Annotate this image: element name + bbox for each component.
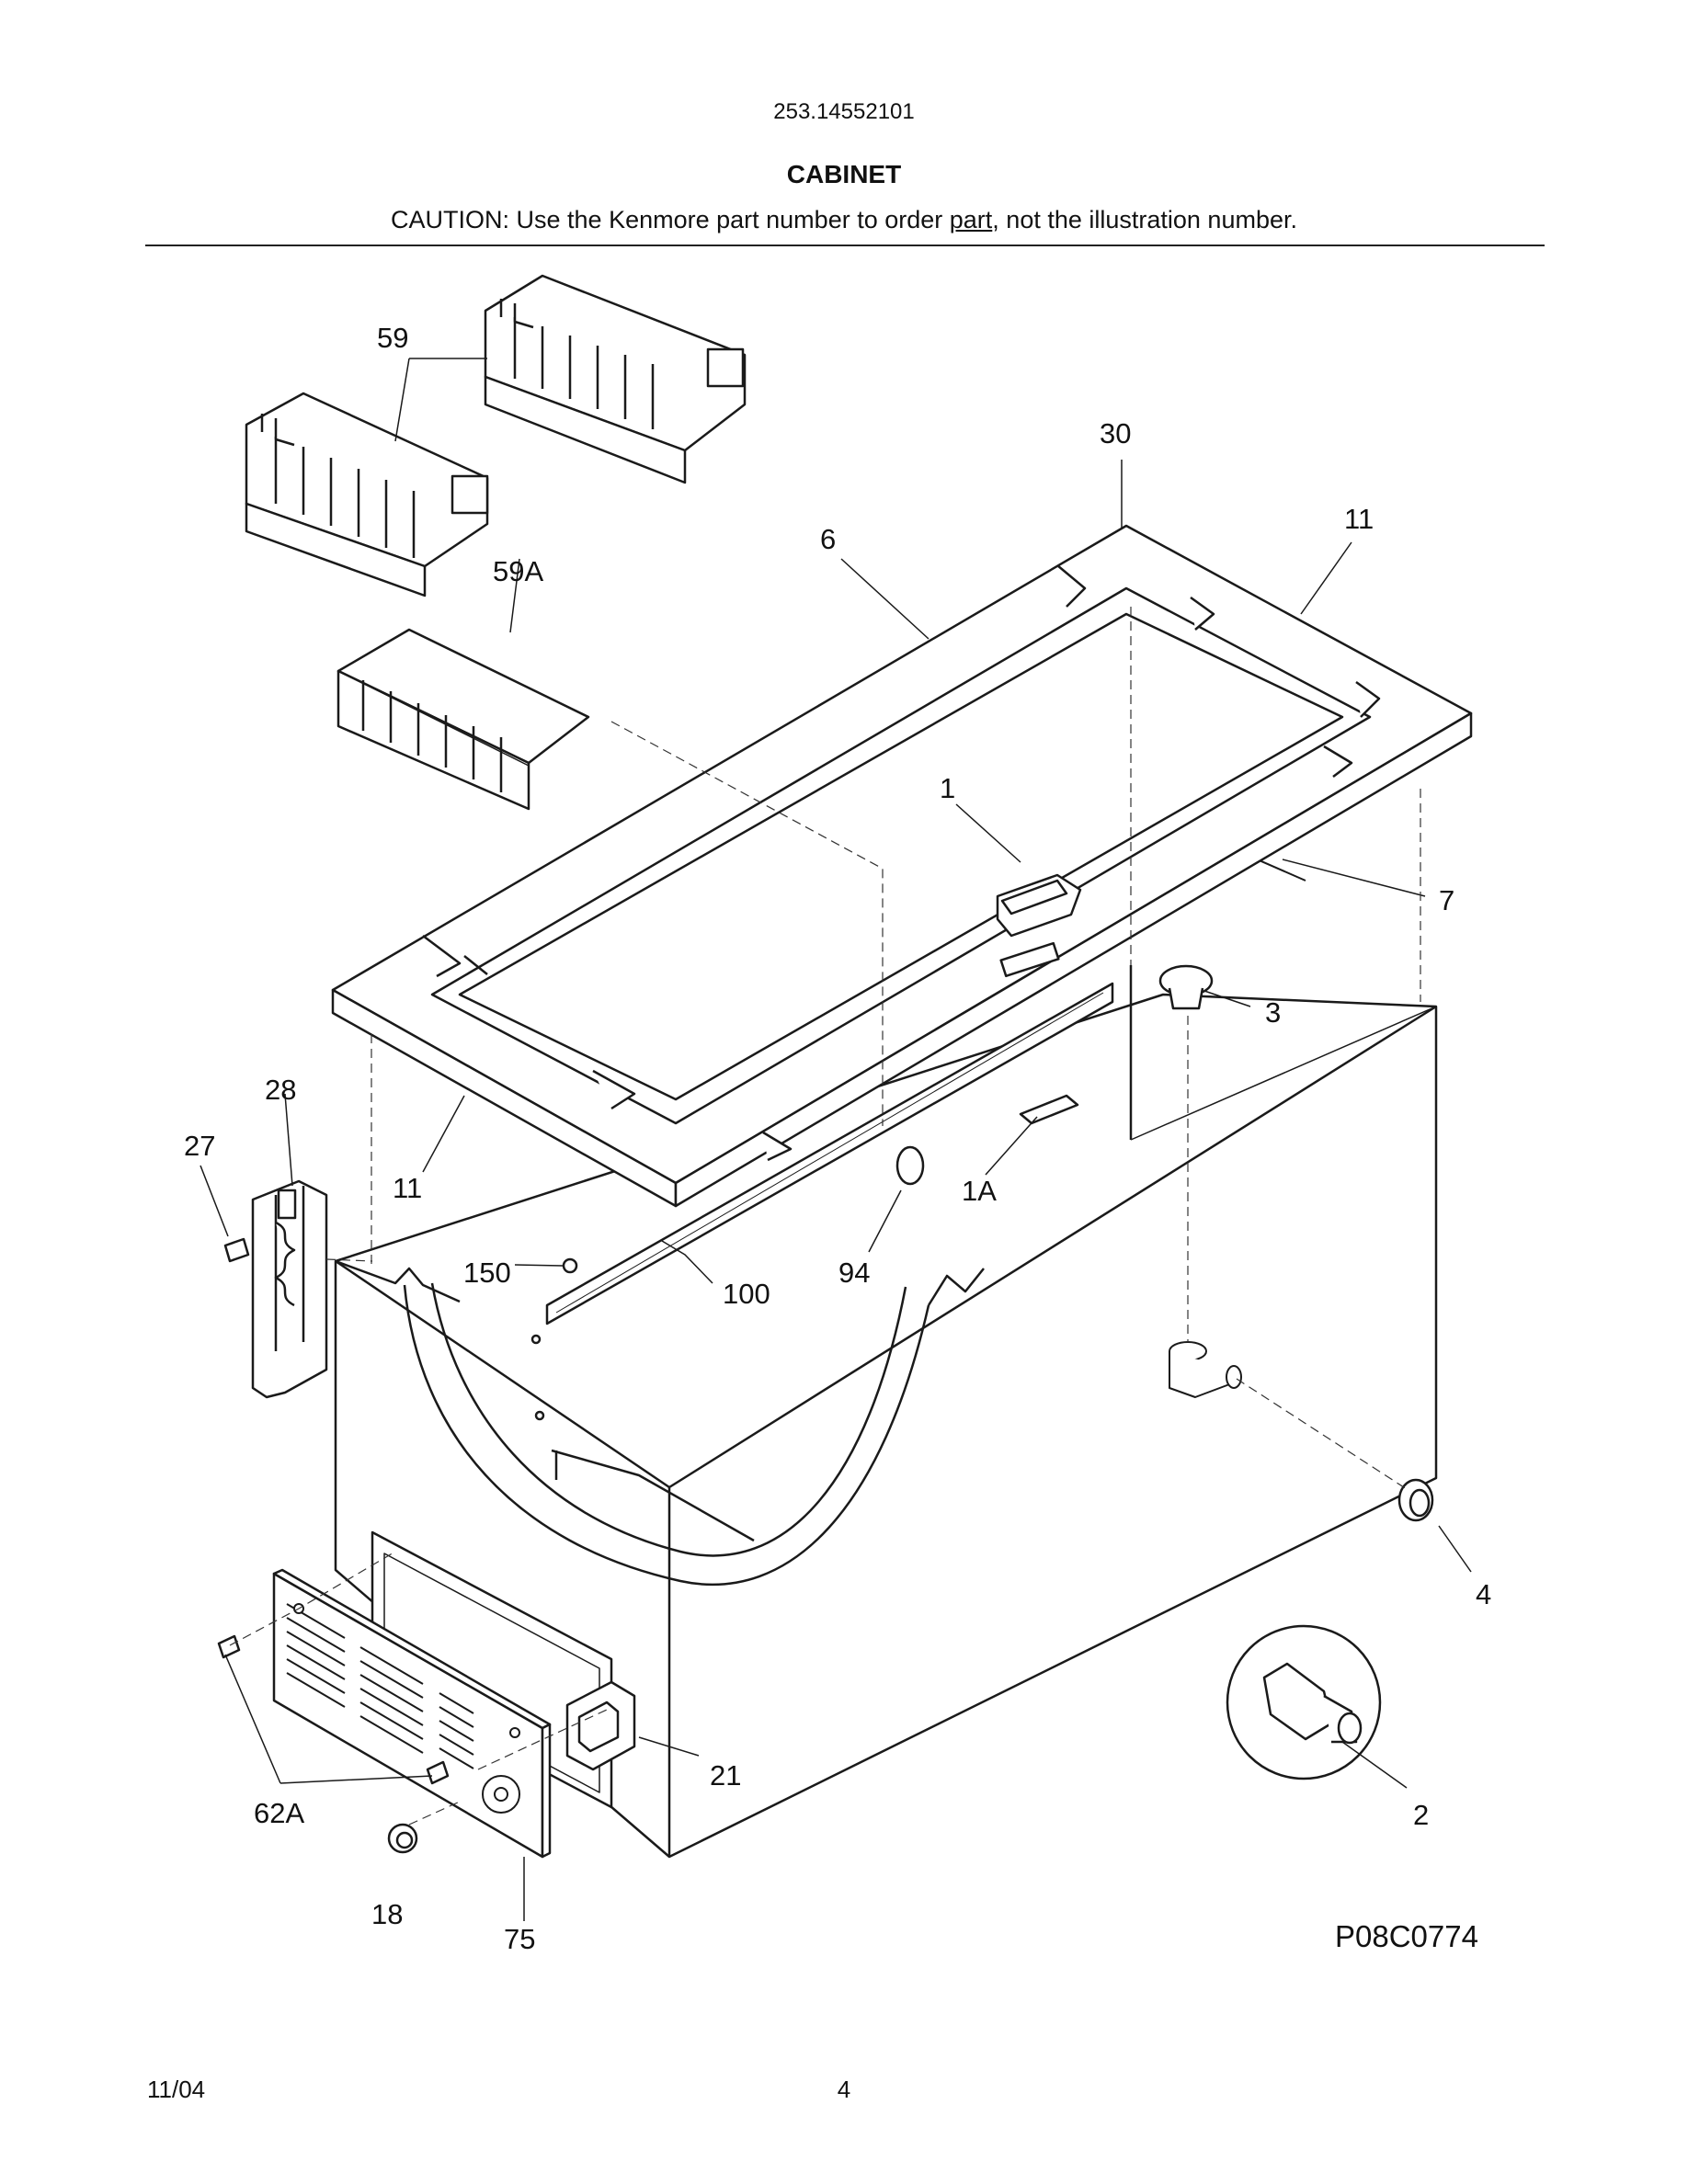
caution-prefix: CAUTION: Use the Kenmore part number to … (391, 206, 950, 233)
hinge-assembly (223, 1179, 328, 1399)
part-18-plug (387, 1823, 418, 1854)
drawing-code: P08C0774 (1335, 1919, 1478, 1953)
callout-59: 59 (377, 322, 408, 354)
callout-150: 150 (463, 1257, 511, 1289)
caution-underlined-word: part (949, 206, 993, 233)
callout-18: 18 (371, 1898, 403, 1930)
cabinet-body (334, 965, 1438, 1859)
basket-59a (336, 628, 590, 811)
part-2-drain-plug-detail (1226, 1624, 1382, 1780)
part-62a-screw-right (426, 1760, 450, 1785)
cabinet-cutaway (403, 1284, 930, 1587)
callout-59a: 59A (493, 555, 543, 587)
part-21-thermostat (565, 1680, 636, 1771)
callout-75: 75 (504, 1923, 535, 1955)
part-27-screw (223, 1237, 250, 1263)
callout-100: 100 (723, 1278, 770, 1310)
part-94-plug (895, 1145, 925, 1186)
part-62a-screw-left (217, 1634, 241, 1659)
callout-27: 27 (184, 1130, 215, 1162)
callout-1: 1 (940, 772, 955, 804)
callout-28: 28 (265, 1074, 296, 1106)
footer-date: 11/04 (147, 2076, 206, 2103)
callout-11-top: 11 (1344, 503, 1374, 535)
callout-1a: 1A (962, 1175, 997, 1207)
part-3-plug (1158, 964, 1214, 1010)
callout-6: 6 (820, 523, 836, 555)
callout-2: 2 (1413, 1799, 1429, 1831)
basket-59-upper (484, 274, 747, 484)
callout-94: 94 (838, 1257, 870, 1289)
grille-louvers (286, 1603, 520, 1814)
breaker-frame (331, 524, 1473, 1325)
part-4-drain-cap (1397, 1478, 1434, 1522)
caution-suffix: , not the illustration number. (992, 206, 1297, 233)
caution-note: CAUTION: Use the Kenmore part number to … (0, 206, 1688, 234)
header-rule (145, 245, 1545, 246)
leader-lines (200, 358, 1472, 1921)
section-title: CABINET (786, 160, 902, 188)
part-150-screw (562, 1257, 578, 1274)
basket-59-lower (245, 392, 489, 597)
callout-62a: 62A (254, 1797, 304, 1829)
page-number: 4 (837, 2076, 851, 2103)
callout-3: 3 (1265, 996, 1281, 1029)
callout-4: 4 (1476, 1578, 1491, 1610)
part-1-switch (996, 873, 1082, 978)
trim-rail-100 (545, 982, 1114, 1325)
grille-75 (272, 1568, 552, 1859)
callout-7: 7 (1439, 884, 1454, 916)
model-number: 253.14552101 (773, 99, 915, 124)
callout-11-left: 11 (393, 1172, 422, 1204)
part-1a-plunger (1019, 1094, 1079, 1125)
assembly-lines (229, 607, 1421, 1826)
callout-21: 21 (710, 1759, 741, 1792)
cabinet-shell (334, 993, 1438, 1859)
callout-30: 30 (1100, 417, 1131, 449)
